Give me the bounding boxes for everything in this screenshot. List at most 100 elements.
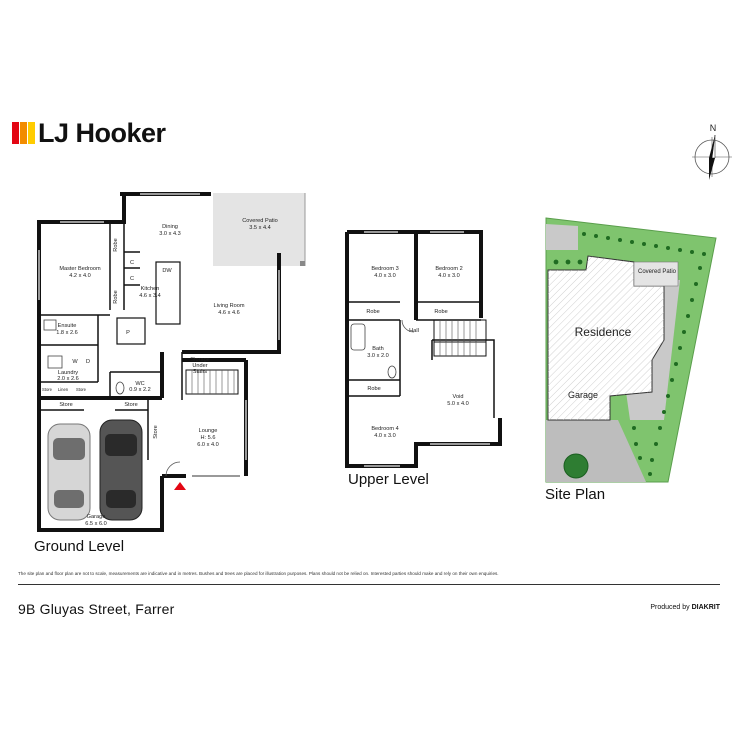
storage-line1: Storage — [190, 357, 210, 363]
site-covered-patio — [633, 261, 679, 287]
ensuite-vanity — [43, 319, 57, 331]
bedroom4-size: 4.0 x 3.0 — [374, 433, 395, 439]
kitchen-size: 4.6 x 3.4 — [139, 293, 160, 299]
covered-patio-name: Covered Patio — [242, 218, 277, 224]
entry-marker — [174, 482, 186, 490]
produced-by-label: Produced by — [650, 604, 690, 611]
ensuite-name: Ensuite — [58, 323, 77, 329]
master-bedroom-size: 4.2 x 4.0 — [69, 273, 90, 279]
brand-name: LJ Hooker — [38, 118, 166, 148]
linen-label: Linen — [58, 387, 69, 392]
bath-tub — [350, 323, 366, 351]
property-address: 9B Gluyas Street, Farrer — [18, 601, 175, 617]
c-label-1: C — [130, 260, 134, 266]
covered-patio-size: 3.5 x 4.4 — [249, 225, 270, 231]
bedroom4-name: Bedroom 4 — [371, 426, 398, 432]
produced-by: Produced by DIAKRIT — [650, 604, 720, 611]
site-tree — [563, 453, 589, 479]
site-covered-patio-label: Covered Patio — [638, 269, 677, 275]
kitchen-name: Kitchen — [141, 286, 160, 292]
bedroom2-name: Bedroom 2 — [435, 266, 462, 272]
upper-level-title: Upper Level — [348, 471, 429, 488]
logo-bar-red — [12, 122, 19, 144]
site-hedge — [553, 232, 706, 476]
compass-needle-south — [709, 158, 715, 180]
living-room-size: 4.6 x 4.6 — [218, 310, 239, 316]
logo-bar-orange — [20, 122, 27, 144]
logo-bar-yellow — [28, 122, 35, 144]
upper-walls — [345, 230, 502, 468]
washer-label: W — [72, 359, 78, 365]
lounge-size: 6.0 x 4.0 — [197, 442, 218, 448]
store-small-label-2: Store — [76, 387, 87, 392]
dining-name: Dining — [162, 224, 178, 230]
bath-size: 3.0 x 2.0 — [367, 353, 388, 359]
store-label-1: Store — [59, 402, 72, 408]
covered-patio-area — [213, 193, 305, 266]
disclaimer-text: The site plan and floor plan are not to … — [18, 571, 499, 576]
compass-needle-dark — [709, 135, 715, 158]
bedroom3-name: Bedroom 3 — [371, 266, 398, 272]
void-size: 5.0 x 4.0 — [447, 401, 468, 407]
hall-label: Hall — [409, 328, 419, 334]
store-small-label-1: Store — [42, 387, 53, 392]
site-plan-title: Site Plan — [545, 486, 606, 503]
lounge-name: Lounge — [199, 428, 218, 434]
robe-label-2: Robe — [113, 290, 119, 303]
car-silver — [47, 423, 91, 521]
upper-level-plan: Bedroom 3 4.0 x 3.0 Bedroom 2 4.0 x 3.0 … — [345, 230, 502, 468]
entry-door-swing — [165, 461, 181, 477]
dining-size: 3.0 x 4.3 — [159, 231, 180, 237]
robe-label-1: Robe — [113, 238, 119, 251]
ground-level-title: Ground Level — [34, 538, 125, 555]
bath-name: Bath — [372, 346, 384, 352]
wc-toilet — [115, 381, 125, 395]
storage-line2: Under — [192, 363, 207, 369]
storage-line3: Stairs — [193, 369, 208, 375]
residence-hatch — [548, 256, 664, 420]
wc-name: WC — [135, 381, 144, 387]
garage-name: Garage — [87, 514, 106, 520]
robe-label-a: Robe — [366, 309, 379, 315]
compass-icon: N — [692, 123, 732, 180]
robe-label-b: Robe — [434, 309, 447, 315]
c-label-2: C — [130, 276, 134, 282]
brand-logo — [12, 122, 35, 144]
site-paving — [546, 224, 578, 250]
living-room-name: Living Room — [213, 303, 244, 309]
upper-stairs — [433, 319, 487, 357]
ensuite-size: 1.8 x 2.6 — [56, 330, 77, 336]
laundry-tub — [47, 355, 63, 369]
compass-north-label: N — [710, 123, 717, 133]
producer-name: DIAKRIT — [691, 604, 720, 611]
site-plan: Residence Covered Patio Garage — [545, 217, 717, 483]
ground-windows — [38, 193, 280, 477]
master-bedroom-name: Master Bedroom — [59, 266, 101, 272]
ground-stairs — [185, 369, 239, 395]
upper-interior-walls — [347, 301, 495, 418]
hall-door-swing — [401, 319, 415, 333]
pantry-label: P — [126, 330, 130, 336]
ground-level-plan: Dining 3.0 x 4.3 Covered Patio 3.5 x 4.4… — [37, 192, 306, 532]
wc-size: 0.9 x 2.2 — [129, 387, 150, 393]
store-label-2: Store — [124, 402, 137, 408]
upper-toilet — [387, 365, 397, 379]
site-garage-label: Garage — [568, 390, 598, 400]
garage-size: 6.5 x 6.0 — [85, 521, 106, 527]
upper-windows — [364, 231, 490, 467]
car-dark — [99, 419, 143, 521]
laundry-size: 2.0 x 2.6 — [57, 376, 78, 382]
void-name: Void — [453, 394, 464, 400]
lounge-height: H: 5.6 — [201, 435, 216, 441]
ground-interior-walls — [39, 222, 183, 460]
robe-label-c: Robe — [367, 386, 380, 392]
kitchen-island — [155, 261, 181, 325]
site-residence-label: Residence — [575, 325, 632, 339]
store-label-3: Store — [153, 425, 159, 438]
bedroom2-size: 4.0 x 3.0 — [438, 273, 459, 279]
dryer-label: D — [86, 359, 90, 365]
footer-divider — [18, 584, 720, 585]
laundry-name: Laundry — [58, 370, 78, 376]
pantry-box — [116, 317, 146, 345]
bedroom3-size: 4.0 x 3.0 — [374, 273, 395, 279]
